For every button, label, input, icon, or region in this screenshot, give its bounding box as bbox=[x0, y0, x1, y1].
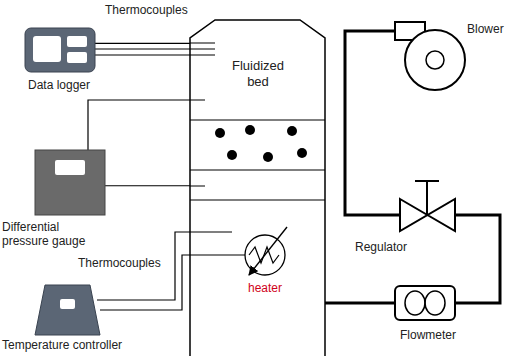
signal-wire bbox=[95, 43, 190, 44]
flowmeter: Flowmeter bbox=[395, 286, 455, 320]
pressure-gauge-shape bbox=[35, 150, 105, 215]
heater-element: heater bbox=[243, 233, 287, 277]
thermocouple-wire bbox=[190, 231, 232, 232]
regulator-valve: Regulator bbox=[400, 195, 455, 235]
fluidized-bed-column: Fluidized bed heater bbox=[190, 20, 325, 356]
thermocouple-wire bbox=[95, 43, 215, 55]
pressure-gauge: Differential pressure gauge bbox=[35, 150, 105, 215]
temperature-controller: Temperature controller bbox=[35, 285, 100, 335]
node-label: heater bbox=[235, 281, 295, 295]
node-label: Fluidized bed bbox=[227, 58, 289, 89]
heater-element-shape bbox=[243, 233, 287, 277]
blower: Blower bbox=[395, 18, 470, 95]
flowmeter-shape bbox=[395, 286, 455, 320]
node-label: Data logger bbox=[28, 78, 90, 92]
thermocouple-label: Thermocouples bbox=[105, 3, 188, 17]
signal-wire bbox=[105, 185, 190, 186]
node-label: Temperature controller bbox=[2, 338, 122, 352]
regulator-valve-shape bbox=[400, 195, 455, 235]
air-pipe bbox=[345, 31, 400, 215]
node-label: Differential pressure gauge bbox=[2, 220, 102, 249]
node-label: Blower bbox=[467, 22, 504, 36]
node-label: Regulator bbox=[355, 240, 407, 254]
blower-shape bbox=[395, 18, 470, 95]
air-pipe bbox=[455, 215, 500, 303]
air-pipe bbox=[325, 302, 395, 305]
thermocouple-label: Thermocouples bbox=[78, 256, 161, 270]
pressure-tap-line bbox=[88, 100, 205, 186]
data-logger-shape bbox=[25, 28, 95, 72]
node-label: Flowmeter bbox=[400, 328, 456, 342]
temperature-controller-shape bbox=[35, 285, 100, 335]
data-logger: Data logger bbox=[25, 28, 95, 72]
